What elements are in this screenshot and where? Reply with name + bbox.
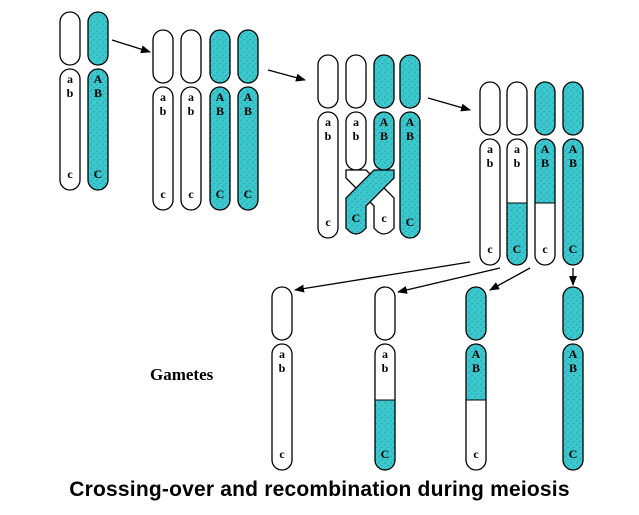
arrow-stage2-to-stage3 (268, 70, 305, 80)
gametes-label: Gametes (150, 365, 213, 385)
chromosome-short-arm (88, 12, 108, 65)
allele-label: c (160, 187, 166, 201)
gamete-chromosome (375, 287, 395, 470)
arrow-stage3-to-stage4 (428, 98, 470, 110)
chromosome-short-arm (374, 55, 394, 108)
allele-label: B (406, 129, 414, 143)
allele-label: A (216, 90, 225, 104)
allele-label: C (569, 242, 578, 256)
allele-label: C (244, 187, 253, 201)
allele-label: C (406, 215, 415, 229)
chromatid-paternal (563, 82, 583, 265)
allele-label: C (569, 447, 578, 461)
chromosome-short-arm (210, 30, 230, 83)
chromosome-short-arm (535, 82, 555, 135)
allele-label: a (67, 72, 73, 86)
chromosome-short-arm (238, 30, 258, 83)
allele-label: b (487, 156, 494, 170)
allele-label: c (325, 215, 331, 229)
allele-label: c (473, 447, 479, 461)
allele-label: A (380, 115, 389, 129)
chromosome-short-arm (153, 30, 173, 83)
allele-label: c (381, 211, 387, 225)
chromosome-short-arm (563, 287, 583, 340)
figure-caption: Crossing-over and recombination during m… (0, 478, 639, 502)
allele-label: a (353, 115, 359, 129)
allele-label: a (514, 142, 520, 156)
allele-label: b (279, 361, 286, 375)
allele-label: B (216, 104, 224, 118)
allele-label: C (513, 242, 522, 256)
allele-label: b (514, 156, 521, 170)
allele-label: c (487, 242, 493, 256)
allele-label: b (160, 104, 167, 118)
chromosome-short-arm (375, 287, 395, 340)
allele-label: a (188, 90, 194, 104)
chromosome-short-arm (507, 82, 527, 135)
allele-label: b (325, 129, 332, 143)
gamete-chromosome (272, 287, 292, 470)
allele-label: a (325, 115, 331, 129)
allele-label: A (569, 347, 578, 361)
gamete-chromosome (563, 287, 583, 470)
allele-label: C (94, 167, 103, 181)
allele-label: b (67, 86, 74, 100)
allele-label: B (569, 156, 577, 170)
gamete-chromosome (466, 287, 486, 470)
allele-label: a (279, 347, 285, 361)
chromosomes-layer (60, 12, 583, 470)
allele-label: A (94, 72, 103, 86)
allele-label: a (382, 347, 388, 361)
chromosome-short-arm (60, 12, 80, 65)
allele-label: B (541, 156, 549, 170)
allele-label: B (472, 361, 480, 375)
chromosome-short-arm (346, 55, 366, 108)
chromatid-maternal (181, 30, 201, 210)
arrow-stage1-to-stage2 (112, 40, 150, 52)
chromosome-short-arm (318, 55, 338, 108)
allele-label: b (188, 104, 195, 118)
allele-label: B (569, 361, 577, 375)
allele-label: A (472, 347, 481, 361)
allele-label: c (188, 187, 194, 201)
crossing-chromatids (346, 55, 394, 234)
allele-label: A (406, 115, 415, 129)
chromatid-paternal (238, 30, 258, 210)
chromosome-short-arm (466, 287, 486, 340)
allele-label: b (382, 361, 389, 375)
allele-label: C (216, 187, 225, 201)
allele-label: C (352, 211, 361, 225)
chromatid-recombinant (507, 82, 527, 265)
chromosome-short-arm (480, 82, 500, 135)
allele-label: A (541, 142, 550, 156)
arrow-to-gamete-1 (295, 262, 470, 290)
allele-label: B (244, 104, 252, 118)
chromatid-paternal (400, 55, 420, 238)
arrow-to-gamete-3 (490, 268, 530, 290)
allele-label: b (353, 129, 360, 143)
allele-label: B (94, 86, 102, 100)
chromatid-maternal (480, 82, 500, 265)
chromosome-maternal (60, 12, 80, 190)
chromosome-paternal (88, 12, 108, 190)
allele-label: a (487, 142, 493, 156)
allele-label: B (380, 129, 388, 143)
allele-label: a (160, 90, 166, 104)
allele-label: C (381, 447, 390, 461)
allele-label: c (279, 447, 285, 461)
allele-label: A (569, 142, 578, 156)
chromosome-short-arm (400, 55, 420, 108)
chromatid-recombinant (535, 82, 555, 265)
allele-label: A (244, 90, 253, 104)
allele-label: c (67, 167, 73, 181)
chromatid-maternal (153, 30, 173, 210)
chromatid-maternal (318, 55, 338, 238)
chromatid-paternal (210, 30, 230, 210)
chromosome-short-arm (563, 82, 583, 135)
chromosome-short-arm (181, 30, 201, 83)
chromosome-short-arm (272, 287, 292, 340)
allele-label: c (542, 242, 548, 256)
